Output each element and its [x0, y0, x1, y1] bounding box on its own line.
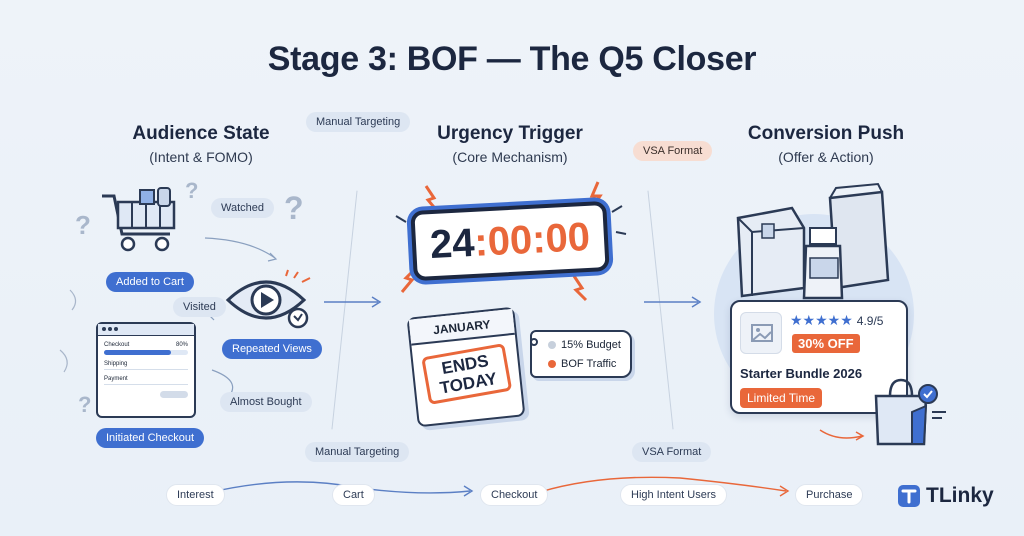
product-image-icon — [740, 312, 782, 354]
added-to-cart-badge: Added to Cart — [106, 272, 194, 292]
question-mark-icon: ? — [75, 210, 91, 240]
urgency-trigger-subtitle: (Core Mechanism) — [452, 149, 568, 165]
star-rating-icon: ★★★★★ — [790, 312, 853, 328]
shopping-bag-icon — [874, 378, 946, 446]
flow-step-purchase: Purchase — [795, 484, 864, 506]
question-mark-icon: ? — [78, 392, 92, 417]
payment-field: Payment — [104, 376, 188, 385]
urgency-trigger-title: Urgency Trigger — [437, 123, 583, 144]
bottom-manual-targeting-tag: Manual Targeting — [305, 442, 410, 462]
question-mark-icon: ? — [284, 190, 304, 226]
flow-step-cart: Cart — [332, 484, 375, 506]
page-title: Stage 3: BOF — The Q5 Closer — [267, 40, 757, 78]
conversion-push-subtitle: (Offer & Action) — [778, 149, 874, 165]
flow-step-checkout: Checkout — [480, 484, 549, 506]
discount-badge: 30% OFF — [792, 334, 860, 353]
budget-tag: 15% Budget BOF Traffic — [530, 330, 632, 378]
shipping-field: Shipping — [104, 361, 188, 370]
tlinky-logo-icon — [898, 485, 920, 507]
question-mark-icon: ? — [185, 178, 199, 203]
traffic-label: BOF Traffic — [561, 358, 617, 370]
budget-label: 15% Budget — [561, 339, 621, 351]
vsa-format-tag: VSA Format — [633, 141, 713, 161]
eye-play-icon — [225, 269, 311, 329]
brand-name: TLinky — [926, 484, 994, 507]
initiated-checkout-badge: Initiated Checkout — [96, 428, 205, 448]
brand-logo: TLinky — [898, 484, 994, 508]
tag-hole-icon — [530, 338, 538, 346]
checkout-step-label: Checkout — [104, 342, 130, 348]
curved-arrow-icon — [819, 429, 865, 441]
timer-decoration — [395, 181, 627, 302]
limited-time-badge: Limited Time — [740, 388, 823, 408]
gray-dot-icon — [548, 341, 556, 349]
rating-value: 4.9/5 — [856, 313, 884, 328]
window-titlebar — [98, 324, 194, 336]
watched-label: Watched — [211, 198, 275, 218]
checkout-window: Checkout 80% Shipping Payment — [96, 322, 196, 418]
almost-bought-label: Almost Bought — [220, 392, 312, 412]
checkout-progress-track — [104, 350, 188, 355]
audience-state-title: Audience State — [132, 123, 270, 144]
conversion-push-title: Conversion Push — [747, 123, 905, 144]
repeated-views-badge: Repeated Views — [222, 339, 322, 359]
orange-dot-icon — [548, 360, 556, 368]
flow-step-high-intent: High Intent Users — [620, 484, 727, 506]
visited-label: Visited — [173, 297, 226, 317]
bottom-vsa-format-tag: VSA Format — [632, 442, 712, 462]
shopping-cart-icon — [102, 187, 176, 252]
flow-step-interest: Interest — [166, 484, 225, 506]
submit-button — [160, 391, 188, 398]
checkout-progress-fill — [104, 350, 172, 355]
audience-state-subtitle: (Intent & FOMO) — [149, 149, 253, 165]
checkout-progress-percent: 80% — [175, 342, 188, 348]
product-name: Starter Bundle 2026 — [740, 366, 863, 381]
manual-targeting-tag: Manual Targeting — [306, 112, 411, 132]
products-illustration — [736, 182, 890, 300]
